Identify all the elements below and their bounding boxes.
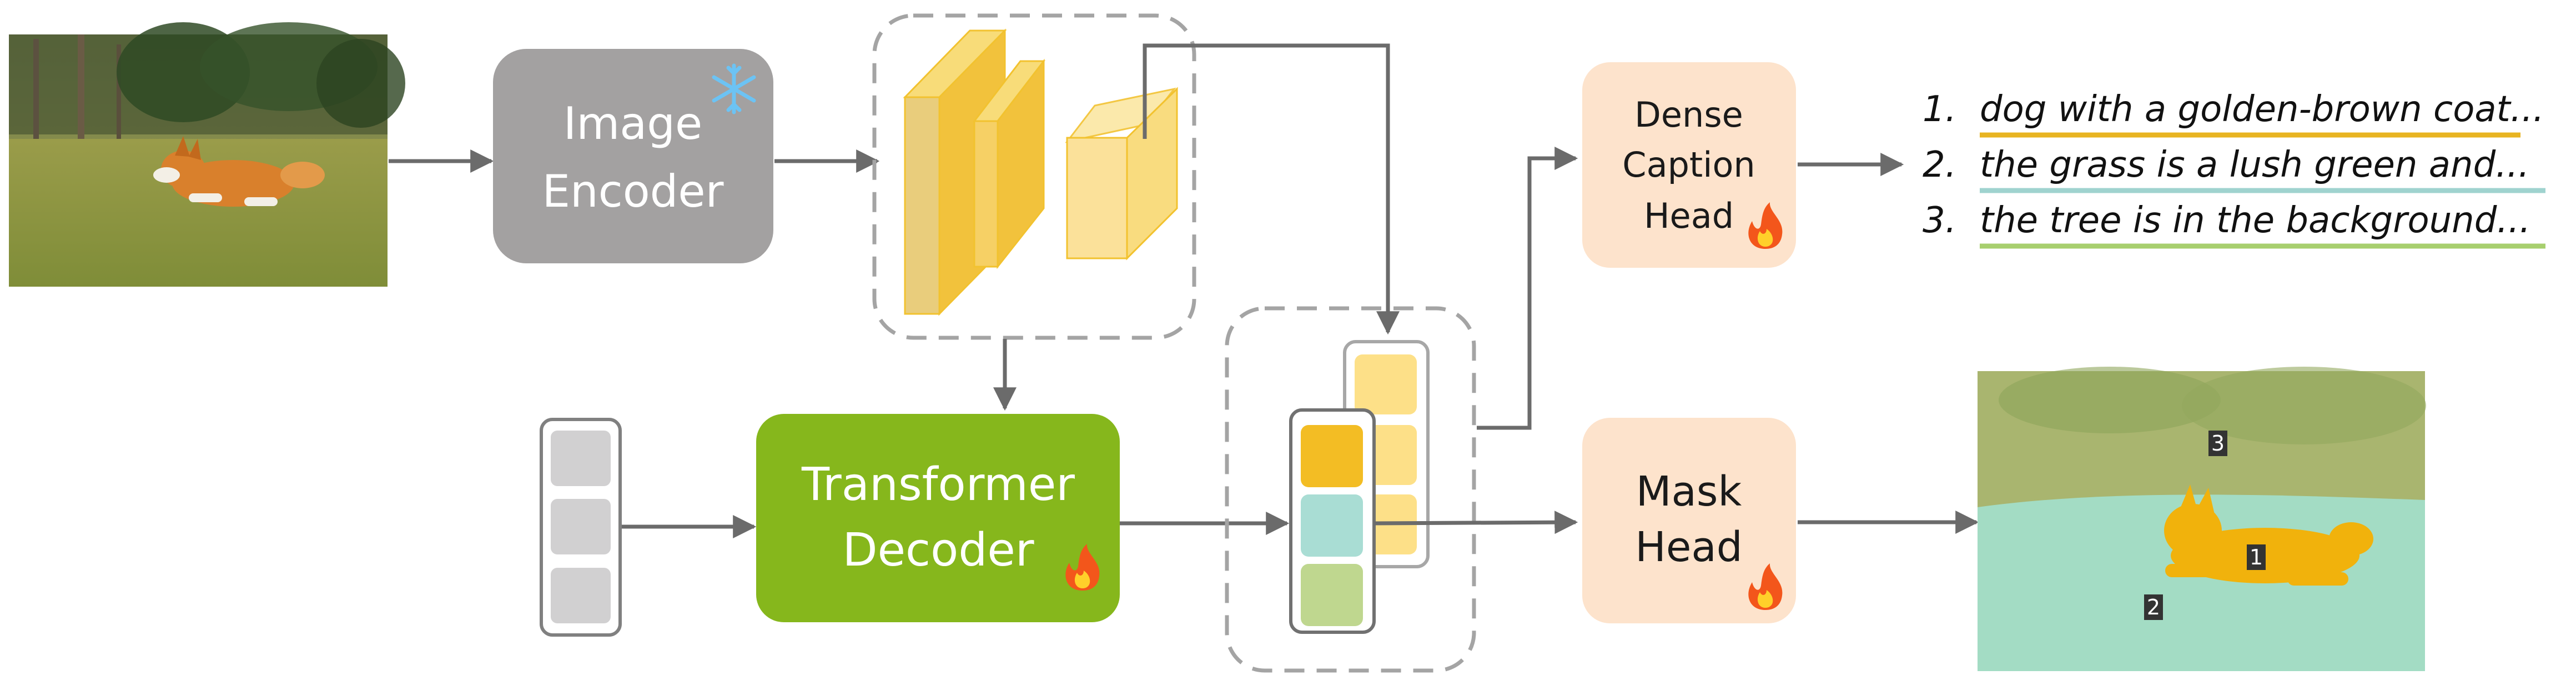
mask-head-label-1: Mask (1636, 468, 1742, 516)
mask-label-1-bg (2247, 544, 2266, 570)
mask-label-1: 1 (2250, 545, 2263, 569)
transformer-decoder-label-1: Transformer (801, 458, 1075, 511)
input-photo (9, 22, 405, 287)
query-tokens (540, 418, 622, 637)
flame-icon (1065, 544, 1100, 591)
mask-output-image: 1 2 3 (1978, 367, 2426, 671)
image-encoder-block: Image Encoder (493, 49, 773, 263)
snowflake-icon (712, 63, 756, 114)
dense-caption-head-block: Dense Caption Head (1582, 62, 1796, 268)
flame-icon (1748, 202, 1783, 249)
image-encoder-label-1: Image (564, 98, 703, 149)
dense-caption-head-label-3: Head (1644, 196, 1734, 236)
arrow-features-to-tokens (1143, 43, 1400, 335)
mask-label-3: 3 (2211, 431, 2225, 456)
image-encoder-label-2: Encoder (542, 166, 723, 217)
mask-label-2: 2 (2147, 595, 2160, 619)
arrow-tokens-to-mask-head (1373, 511, 1578, 534)
dense-caption-head-label-2: Caption (1622, 144, 1755, 185)
caption-text-3: the tree is in the background... (1980, 200, 2530, 241)
caption-text-2: the grass is a lush green and... (1980, 144, 2529, 186)
caption-num-2: 2. (1923, 144, 1956, 186)
dense-caption-head-label-1: Dense (1634, 94, 1743, 135)
transformer-decoder-label-2: Decoder (842, 524, 1034, 577)
caption-num-1: 1. (1923, 89, 1956, 130)
flame-icon (1748, 563, 1783, 610)
output-tokens-group (1225, 306, 1476, 673)
mask-label-3-bg (2208, 431, 2227, 456)
mask-label-2-bg (2144, 594, 2163, 620)
mask-head-label-2: Head (1635, 523, 1743, 571)
caption-list: 1. dog with a golden-brown coat... 2. th… (1923, 89, 2545, 249)
caption-text-1: dog with a golden-brown coat... (1980, 89, 2544, 130)
feature-maps-group (872, 13, 1196, 340)
mask-head-block: Mask Head (1582, 418, 1796, 623)
transformer-decoder-block: Transformer Decoder (756, 414, 1120, 622)
caption-num-3: 3. (1923, 200, 1956, 241)
arrow-tokens-to-caption-head (1477, 147, 1578, 430)
